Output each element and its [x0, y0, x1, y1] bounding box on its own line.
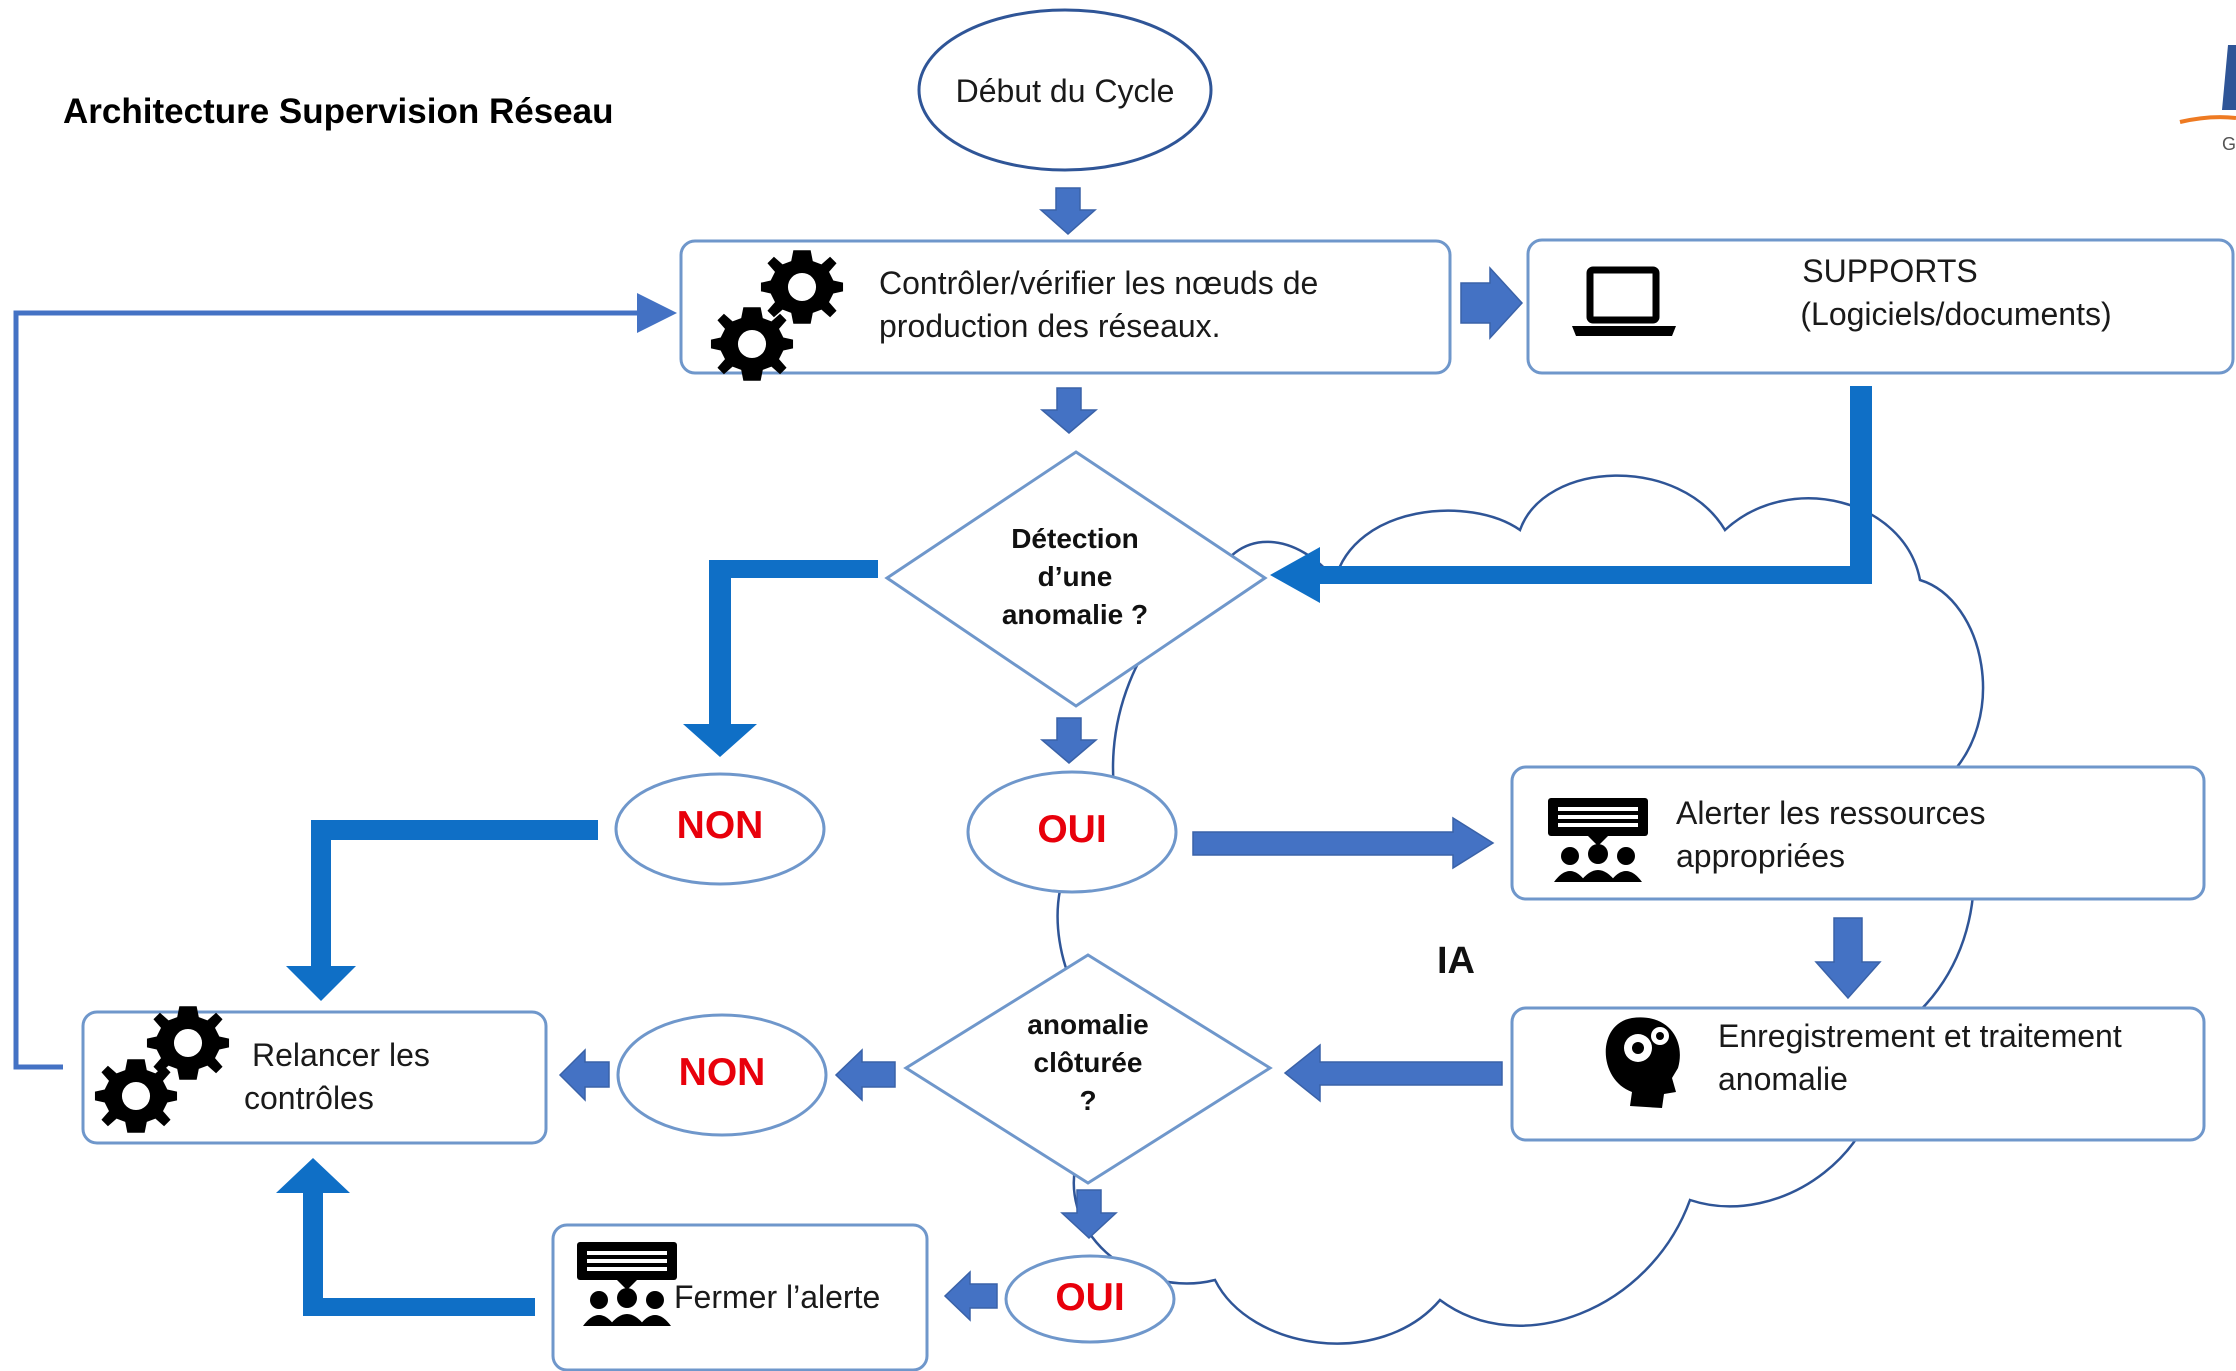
- arrow-closed-to-non: [834, 1048, 896, 1102]
- arrow-alert-to-record: [1814, 917, 1882, 1000]
- alert-line2: appropriées: [1676, 838, 1845, 875]
- alert-box: [1510, 765, 2206, 901]
- record-line2: anomalie: [1718, 1061, 1848, 1098]
- detect-line3: anomalie ?: [1001, 598, 1149, 630]
- laptop-icon: [1572, 266, 1676, 336]
- arrow-oui-to-close-alert: [943, 1270, 998, 1322]
- detect-line2: d’une: [1037, 560, 1113, 592]
- supports-label-line1: SUPPORTS: [1802, 253, 1978, 289]
- closed-decision: [903, 953, 1273, 1185]
- detect-decision-label: Détection d’une anomalie ?: [975, 520, 1175, 633]
- arrow-detect-to-non: [683, 560, 878, 757]
- closed-decision-label: anomalie clôturée ?: [988, 1006, 1188, 1119]
- control-label-line2: production des réseaux.: [879, 308, 1221, 345]
- closed-line1: anomalie: [1027, 1009, 1149, 1040]
- alert-line1: Alerter les ressources: [1676, 795, 1986, 831]
- supports-label: SUPPORTS (Logiciels/documents): [1690, 250, 2230, 336]
- arrow-start-to-control: [1039, 187, 1097, 236]
- oui-label-1: OUI: [1037, 808, 1107, 851]
- page-title: Architecture Supervision Réseau: [63, 92, 614, 131]
- start-label: Début du Cycle: [955, 73, 1175, 109]
- arrow-non-to-relaunch: [558, 1048, 610, 1102]
- detect-line1: Détection: [1011, 523, 1139, 554]
- non-ellipse-1: [614, 772, 826, 886]
- brain-gear-head-icon: [1605, 1017, 1680, 1108]
- control-box: [679, 239, 1452, 375]
- svg-text:G: G: [2222, 134, 2236, 154]
- arrow-supports-to-detect: [1270, 386, 1872, 603]
- record-box: [1510, 1006, 2206, 1142]
- arrow-close-alert-to-relaunch: [276, 1158, 535, 1316]
- arrow-oui-to-alert: [1192, 816, 1495, 870]
- relaunch-label: Relancer les contrôles: [244, 1034, 544, 1120]
- closed-line2: clôturée: [1033, 1046, 1143, 1078]
- relaunch-line1: Relancer les: [252, 1037, 430, 1073]
- close-alert-label: Fermer l’alerte: [674, 1279, 881, 1315]
- arrow-closed-to-oui: [1060, 1189, 1118, 1240]
- record-label: Enregistrement et traitement anomalie: [1718, 1015, 2198, 1101]
- arrow-record-to-closed: [1283, 1043, 1503, 1103]
- control-label-line1: Contrôler/vérifier les nœuds de: [879, 265, 1319, 301]
- arrow-control-to-detect: [1039, 387, 1099, 434]
- supports-box: [1526, 238, 2235, 375]
- start-ellipse: [917, 8, 1213, 172]
- ia-label: IA: [1437, 940, 1475, 982]
- control-label: Contrôler/vérifier les nœuds de producti…: [879, 262, 1439, 348]
- oui-label-2: OUI: [1055, 1276, 1125, 1319]
- non-ellipse-2: [616, 1013, 828, 1137]
- logo-mark: G: [2179, 45, 2236, 154]
- non-label-1: NON: [676, 804, 764, 847]
- arrow-detect-to-oui: [1039, 717, 1099, 764]
- supports-label-line2: (Logiciels/documents): [1800, 296, 2112, 333]
- arrow-non-to-relaunch-elbow: [286, 820, 598, 1001]
- alert-label: Alerter les ressources appropriées: [1676, 792, 2196, 878]
- oui-ellipse-2: [1004, 1254, 1176, 1344]
- relaunch-line2: contrôles: [244, 1080, 374, 1117]
- non-label-2: NON: [678, 1051, 766, 1094]
- oui-ellipse-1: [966, 770, 1178, 894]
- detect-decision: [884, 450, 1268, 708]
- loop-connector: [13, 293, 677, 1070]
- closed-line3: ?: [1079, 1084, 1097, 1116]
- arrow-control-to-supports: [1460, 266, 1524, 340]
- record-line1: Enregistrement et traitement: [1718, 1018, 2122, 1054]
